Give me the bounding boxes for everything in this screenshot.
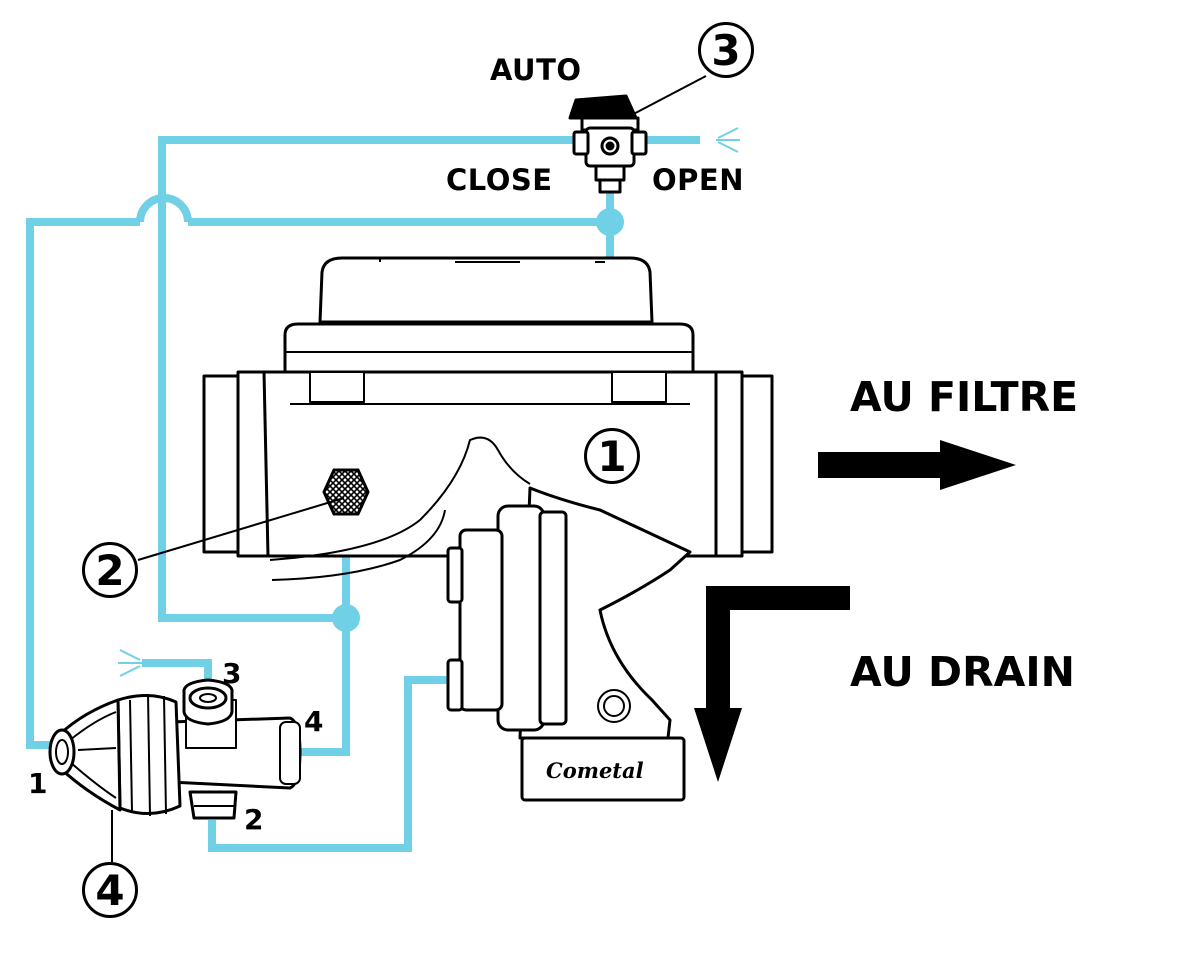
valve-bonnet [283, 322, 695, 374]
vent-spray-icon [118, 127, 740, 677]
selector-label-open: OPEN [652, 163, 744, 197]
valve-side-cap [496, 504, 546, 732]
selector-handle [568, 94, 638, 120]
callout-2-strainer: 2 [82, 542, 138, 598]
label-to-filter: AU FILTRE [850, 373, 1079, 421]
strainer-icon [322, 468, 370, 516]
tube-junction-cover [596, 208, 624, 236]
pilot-valve [48, 678, 302, 820]
pilot-port-2: 2 [244, 803, 264, 836]
flow-arrow-to-drain [694, 586, 850, 782]
selector-label-auto: AUTO [490, 53, 582, 87]
label-to-drain: AU DRAIN [850, 648, 1075, 696]
valve-flange-left [202, 374, 240, 554]
callout-4-pilot: 4 [82, 862, 138, 918]
tube-junction-strainer [332, 604, 360, 632]
tube-port1-to-crossover [26, 218, 140, 749]
leader-lines [111, 75, 707, 862]
three-way-selector [568, 94, 648, 194]
flow-arrow-to-filter [818, 440, 1016, 490]
valve-top-cover [318, 256, 654, 324]
main-valve [202, 256, 774, 802]
pilot-port-1: 1 [28, 767, 48, 800]
callout-3-selector: 3 [698, 22, 754, 78]
brand-logo-text: Cometal [546, 758, 644, 783]
pilot-port-3: 3 [222, 657, 242, 690]
control-tubing [26, 136, 700, 852]
selector-label-close: CLOSE [446, 163, 553, 197]
tube-selector-close-loop [158, 136, 580, 622]
valve-flange-right [738, 374, 774, 554]
pilot-port-4: 4 [304, 705, 324, 738]
tube-port2-to-body [208, 676, 455, 852]
pilot-head [58, 698, 122, 812]
callout-1-main-valve: 1 [584, 428, 640, 484]
tube-strainer-to-port4 [296, 494, 350, 756]
